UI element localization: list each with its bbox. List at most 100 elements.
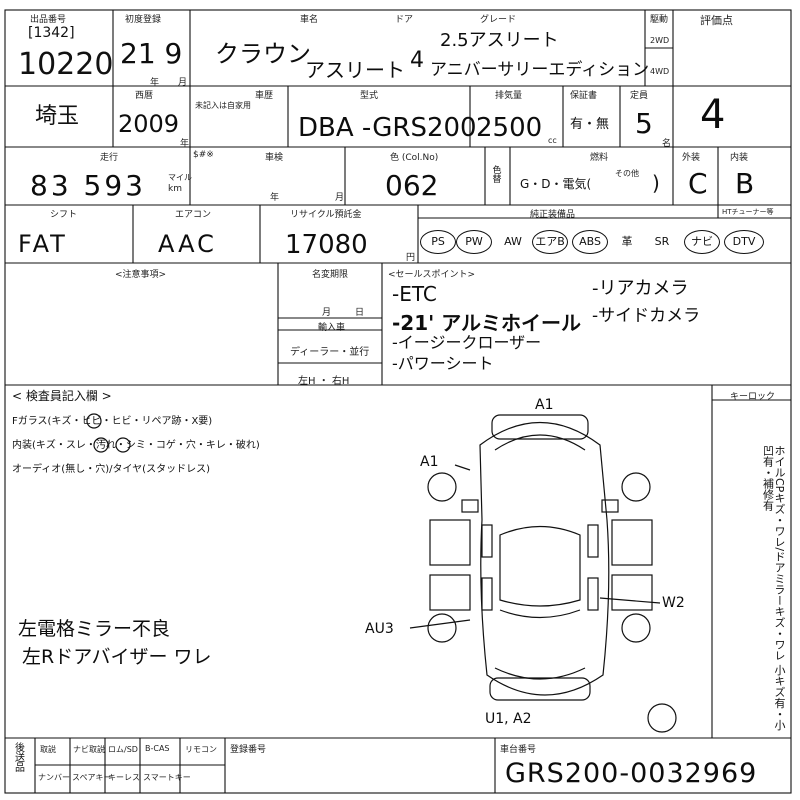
- reg-value: 21 9: [120, 37, 183, 70]
- doors-label: ドア: [395, 15, 414, 25]
- lot-number: 10220: [18, 47, 114, 82]
- int-label: 内装: [730, 153, 749, 163]
- nc-month: 月: [322, 308, 332, 318]
- nc-day: 日: [355, 308, 365, 318]
- equip-navi: ナビ: [684, 230, 720, 254]
- shaken-month: 月: [335, 193, 345, 203]
- color-change: 色替: [490, 165, 501, 183]
- seats-value: 5: [635, 107, 653, 140]
- sales-etc: -ETC: [392, 282, 437, 306]
- equip-pw: PW: [456, 230, 492, 254]
- recycle-unit: 円: [406, 253, 416, 263]
- fuel-other: その他: [615, 169, 639, 178]
- ext-label: 外装: [682, 153, 701, 163]
- color-label: 色 (Col.No): [390, 153, 439, 163]
- shaken-year: 年: [270, 193, 280, 203]
- car-name-2: アスリート: [305, 58, 405, 82]
- sales-closer: -イージークローザー: [392, 333, 542, 352]
- seats-unit: 名: [662, 139, 672, 149]
- warranty-label: 保証書: [570, 91, 598, 101]
- mark-w2: W2: [662, 595, 685, 611]
- equip-airbag: エアB: [532, 230, 568, 254]
- mark-au3: AU3: [365, 621, 394, 637]
- equip-label: 純正装備品: [530, 210, 576, 220]
- sales-side-camera: -サイドカメラ: [592, 306, 701, 326]
- model-label: 型式: [360, 91, 379, 101]
- equip-ps: PS: [420, 230, 456, 254]
- year-label: 西暦: [135, 91, 154, 101]
- int-value: B: [735, 167, 755, 200]
- region: 埼玉: [35, 104, 80, 129]
- inspection-interior: 内装(キズ・スレ・汚れ・シミ・コゲ・穴・キレ・破れ): [12, 440, 260, 451]
- sharp-label: $#※: [193, 150, 214, 160]
- shift-label: シフト: [50, 210, 78, 220]
- equip-dtv: DTV: [724, 230, 764, 254]
- warranty-value: 有・無: [570, 117, 610, 132]
- name-change-label: 名変期限: [312, 270, 349, 280]
- key-lock-label: キーロック: [730, 392, 776, 402]
- shipping-label: 後送品: [12, 742, 24, 772]
- chassis-label: 車台番号: [500, 745, 537, 755]
- damage-legend: ホイルCPキズ・ワレ/ドアミラーキズ・ワレ 小キズ有・小凹有・補修有: [761, 445, 786, 731]
- reg-label: 初度登録: [125, 15, 162, 25]
- year-value: 2009: [118, 110, 180, 138]
- ship-item-rom: ロム/SD: [108, 745, 138, 754]
- mark-bottom: U1, A2: [485, 711, 532, 727]
- inspection-note-1: 左電格ミラー不良: [18, 618, 171, 640]
- lot-label: 出品番号: [30, 15, 67, 25]
- history-label: 車歴: [255, 91, 274, 101]
- mark-a1-top: A1: [535, 397, 554, 413]
- doors-value: 4: [410, 48, 424, 73]
- reg-no-label: 登録番号: [230, 745, 267, 755]
- dealer-parallel: ディーラー・並行: [290, 347, 370, 358]
- recycle-label: リサイクル預託金: [290, 210, 362, 220]
- mileage-unit-mile: マイル: [168, 173, 192, 182]
- seats-label: 定員: [630, 91, 649, 101]
- ship-item-bcas: B-CAS: [145, 744, 170, 753]
- score-value: 4: [700, 92, 726, 138]
- inspection-title: < 検査員記入欄 >: [12, 389, 112, 403]
- shaken-label: 車検: [265, 153, 284, 163]
- equip-aw: AW: [504, 235, 522, 248]
- grade-label: グレード: [480, 15, 517, 25]
- ship-item-manual: 取説: [40, 745, 56, 754]
- reg-unit-month: 月: [178, 78, 188, 88]
- caution-label: <注意事項>: [115, 270, 167, 280]
- fuel-close: ): [652, 171, 660, 195]
- mark-a1-left: A1: [420, 454, 439, 470]
- cc-label: 排気量: [495, 91, 523, 101]
- mileage-unit-km: km: [168, 184, 182, 194]
- reg-unit-year: 年: [150, 78, 160, 88]
- ac-label: エアコン: [175, 210, 212, 220]
- ext-value: C: [688, 167, 708, 200]
- ship-item-remote: リモコン: [185, 745, 217, 754]
- chassis-number: GRS200-0032969: [505, 758, 758, 789]
- color-code: 062: [385, 169, 439, 202]
- ship-item-navi-manual: ナビ取説: [73, 745, 105, 754]
- equip-sr: SR: [654, 235, 670, 248]
- import-label: 輸入車: [318, 323, 346, 333]
- equip-extra: HTチューナー等: [722, 208, 774, 216]
- steering-side: 左H ・ 右H: [298, 376, 350, 387]
- drive-label: 駆動: [650, 15, 669, 25]
- car-name: クラウン: [215, 40, 311, 68]
- fuel-label: 燃料: [590, 153, 609, 163]
- drive-4wd: 4WD: [650, 67, 670, 76]
- car-name-label: 車名: [300, 15, 319, 25]
- grade-1: 2.5アスリート: [440, 30, 559, 51]
- drive-2wd: 2WD: [650, 36, 670, 45]
- cc-unit: cc: [548, 136, 557, 145]
- mileage-value: 83 593: [30, 169, 146, 202]
- inspection-audio-tire: オーディオ(無し・穴)/タイヤ(スタッドレス): [12, 464, 210, 475]
- equip-abs: ABS: [572, 230, 608, 254]
- score-label: 評価点: [700, 14, 733, 27]
- year-unit: 年: [180, 139, 190, 149]
- ship-item-plate: ナンバー: [38, 773, 70, 782]
- sales-rear-camera: -リアカメラ: [592, 278, 689, 299]
- fuel-options: G・D・電気(: [520, 177, 592, 191]
- ship-item-smart-key: スマートキー: [143, 773, 191, 782]
- shift-value: FAT: [18, 230, 68, 258]
